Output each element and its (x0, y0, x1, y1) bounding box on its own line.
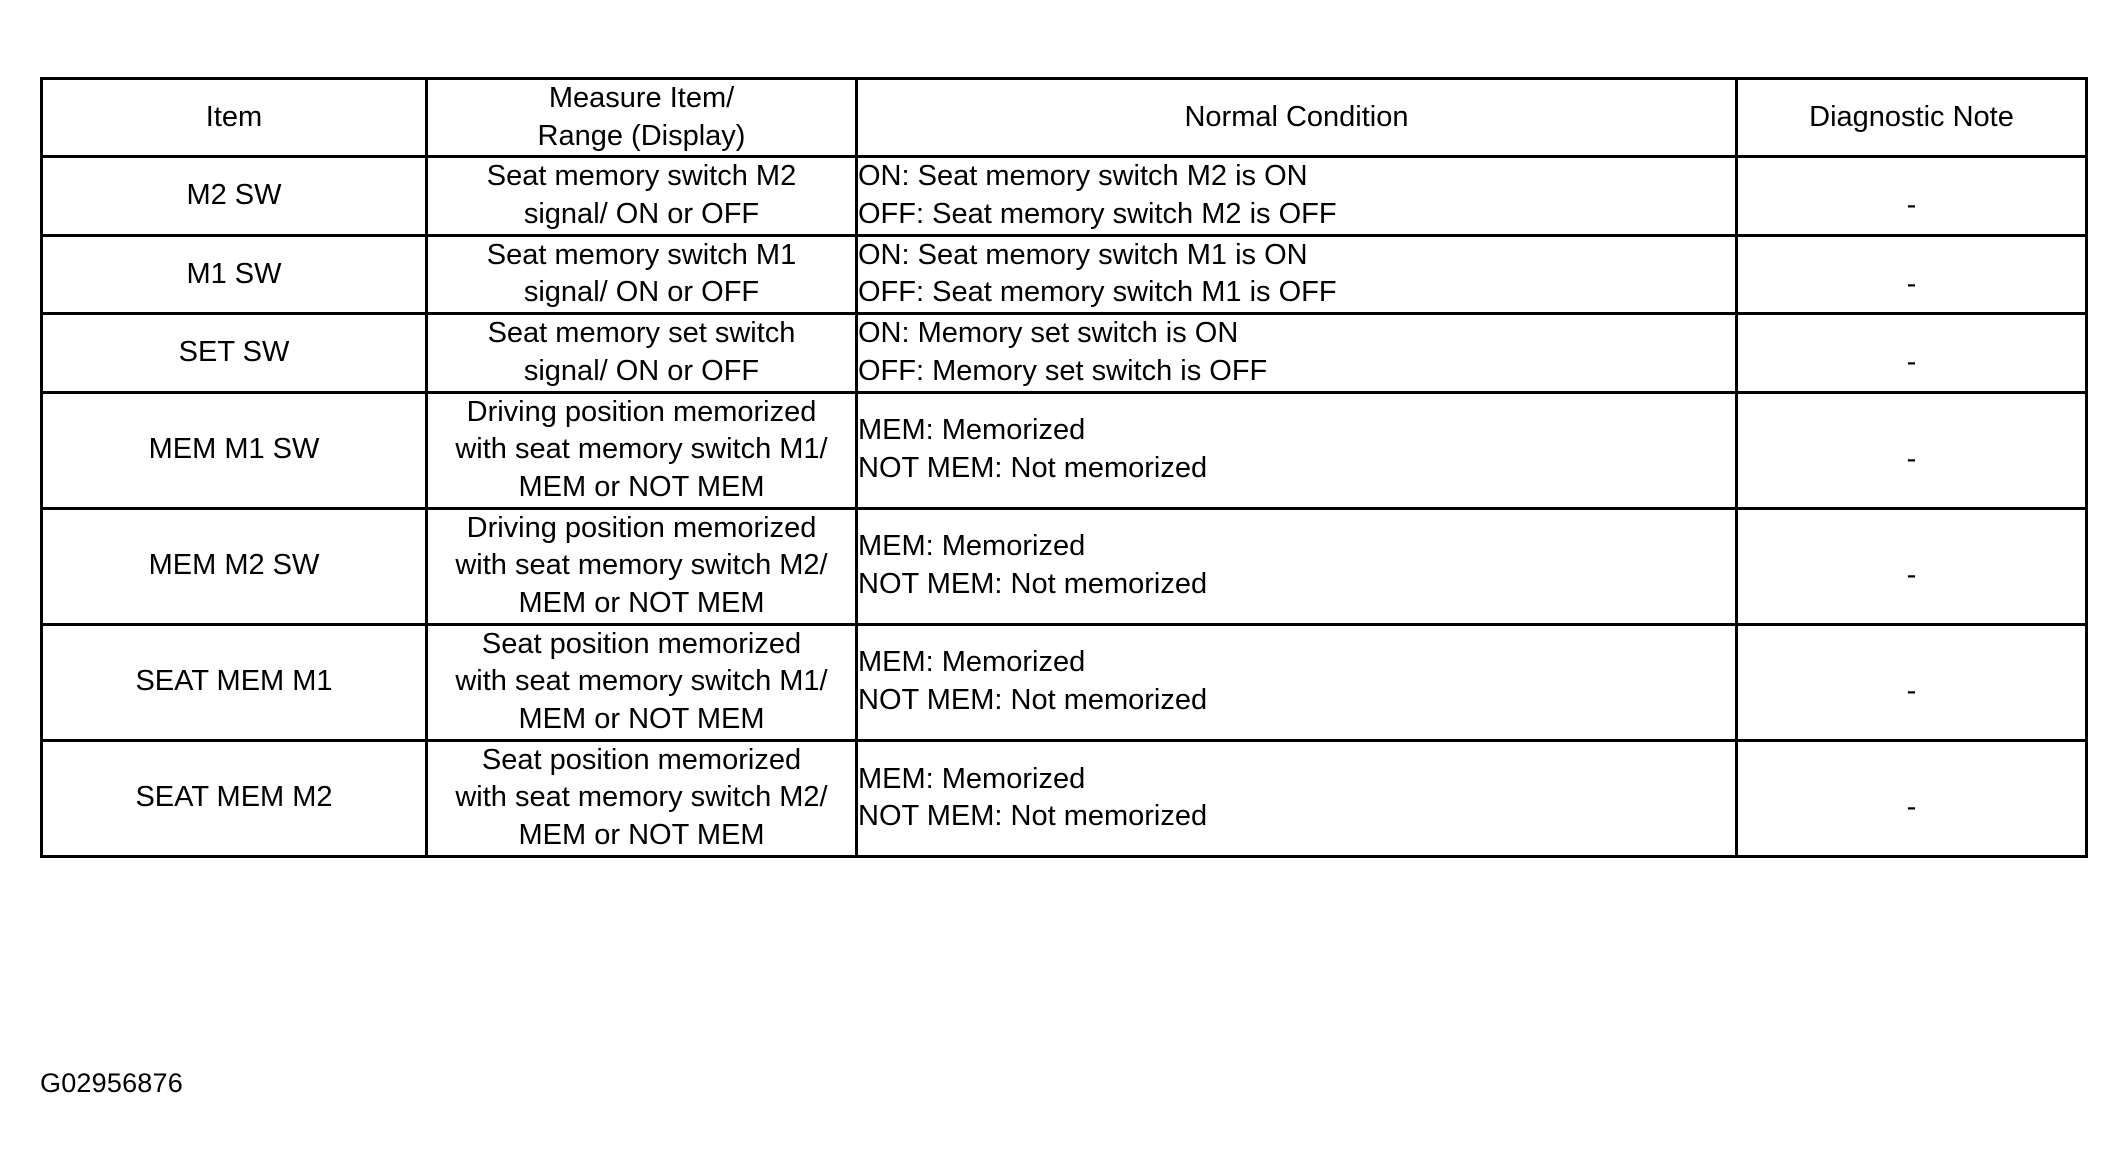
cell-diagnostic-note: - (1735, 506, 2088, 626)
normal-line: OFF: Seat memory switch M1 is OFF (858, 276, 1337, 309)
table-header: Item Measure Item/ Range (Display) Norma… (40, 76, 2088, 159)
cell-diagnostic-note: - (1735, 390, 2088, 510)
normal-line: ON: Memory set switch is ON (858, 317, 1239, 350)
cell-item: M2 SW (40, 155, 428, 237)
table-header-row: Item Measure Item/ Range (Display) Norma… (40, 76, 2088, 159)
table-row: SEAT MEM M1 Seat position memorized with… (40, 622, 2088, 742)
cell-item: MEM M1 SW (40, 390, 428, 510)
cell-normal-condition: ON: Seat memory switch M1 is ON OFF: Sea… (855, 233, 1738, 316)
measure-line: MEM or NOT MEM (518, 703, 765, 735)
diagnostic-note-value: - (1906, 345, 1917, 378)
normal-line: OFF: Seat memory switch M2 is OFF (858, 198, 1337, 231)
measure-line: MEM or NOT MEM (518, 470, 765, 503)
measure-line: signal/ ON or OFF (523, 276, 760, 309)
cell-normal-condition: ON: Memory set switch is ON OFF: Memory … (855, 312, 1738, 394)
normal-line: NOT MEM: Not memorized (858, 684, 1208, 717)
table-row: SEAT MEM M2 Seat position memorized with… (40, 738, 2088, 858)
column-header-normal-condition: Normal Condition (855, 76, 1738, 159)
cell-diagnostic-note: - (1735, 312, 2088, 394)
column-header-item-line-1: Item (205, 100, 263, 133)
normal-line: NOT MEM: Not memorized (858, 452, 1208, 485)
cell-measure-item-range: Seat memory switch M2 signal/ ON or OFF (425, 155, 858, 237)
table-row: SET SW Seat memory set switch signal/ ON… (40, 312, 2088, 394)
cell-measure-item-range: Seat position memorized with seat memory… (425, 622, 858, 742)
measure-line: Driving position memorized (466, 395, 817, 428)
data-list-table: Item Measure Item/ Range (Display) Norma… (40, 76, 2088, 858)
column-header-measure-item-range: Measure Item/ Range (Display) (425, 76, 858, 159)
measure-line: with seat memory switch M2/ (455, 549, 828, 582)
measure-line: MEM or NOT MEM (518, 819, 765, 852)
measure-line: Seat memory switch M1 (486, 238, 797, 271)
measure-line: signal/ ON or OFF (523, 354, 760, 387)
cell-normal-condition: MEM: Memorized NOT MEM: Not memorized (855, 390, 1738, 510)
cell-diagnostic-note: - (1735, 155, 2088, 237)
figure-reference-code: G02956876 (40, 1068, 183, 1098)
column-header-normal-line-1: Normal Condition (1184, 100, 1409, 133)
diagnostic-note-value: - (1906, 559, 1917, 592)
table-row: MEM M1 SW Driving position memorized wit… (40, 390, 2088, 510)
normal-line: MEM: Memorized (858, 530, 1086, 563)
diagnostic-note-value: - (1906, 443, 1917, 476)
measure-line: Seat position memorized (481, 627, 802, 660)
normal-line: ON: Seat memory switch M2 is ON (858, 160, 1308, 193)
data-list-table-container: Item Measure Item/ Range (Display) Norma… (40, 76, 2088, 858)
cell-diagnostic-note: - (1735, 622, 2088, 742)
diagnostic-note-value: - (1906, 791, 1917, 824)
cell-measure-item-range: Driving position memorized with seat mem… (425, 506, 858, 626)
cell-normal-condition: MEM: Memorized NOT MEM: Not memorized (855, 622, 1738, 742)
normal-line: NOT MEM: Not memorized (858, 800, 1208, 833)
normal-line: MEM: Memorized (858, 646, 1086, 679)
normal-line: MEM: Memorized (858, 414, 1086, 447)
measure-line: Seat memory switch M2 (486, 160, 797, 193)
cell-item: SET SW (40, 312, 428, 394)
table-row: M2 SW Seat memory switch M2 signal/ ON o… (40, 155, 2088, 237)
measure-line: Seat position memorized (481, 743, 802, 776)
cell-measure-item-range: Seat memory switch M1 signal/ ON or OFF (425, 233, 858, 316)
measure-line: with seat memory switch M1/ (455, 665, 828, 698)
measure-line: signal/ ON or OFF (523, 198, 760, 231)
cell-normal-condition: MEM: Memorized NOT MEM: Not memorized (855, 506, 1738, 626)
diagnostic-note-value: - (1906, 675, 1917, 708)
cell-measure-item-range: Driving position memorized with seat mem… (425, 390, 858, 510)
diagnostic-note-value: - (1906, 267, 1917, 300)
cell-diagnostic-note: - (1735, 738, 2088, 858)
cell-item: SEAT MEM M1 (40, 622, 428, 742)
table-row: M1 SW Seat memory switch M1 signal/ ON o… (40, 233, 2088, 316)
table-body: M2 SW Seat memory switch M2 signal/ ON o… (40, 155, 2088, 858)
normal-line: MEM: Memorized (858, 762, 1086, 795)
cell-item: SEAT MEM M2 (40, 738, 428, 858)
cell-normal-condition: MEM: Memorized NOT MEM: Not memorized (855, 738, 1738, 858)
column-header-note-line-1: Diagnostic Note (1809, 100, 2014, 133)
normal-line: ON: Seat memory switch M1 is ON (858, 238, 1308, 271)
column-header-item: Item (40, 76, 428, 159)
measure-line: Seat memory set switch (487, 317, 796, 350)
cell-measure-item-range: Seat memory set switch signal/ ON or OFF (425, 312, 858, 394)
measure-line: Driving position memorized (466, 511, 817, 544)
column-header-diagnostic-note: Diagnostic Note (1735, 76, 2088, 159)
measure-line: MEM or NOT MEM (518, 586, 765, 619)
cell-diagnostic-note: - (1735, 233, 2088, 316)
diagnostic-note-value: - (1906, 189, 1917, 222)
cell-normal-condition: ON: Seat memory switch M2 is ON OFF: Sea… (855, 155, 1738, 237)
measure-line: with seat memory switch M2/ (455, 781, 828, 814)
cell-item: M1 SW (40, 233, 428, 316)
cell-measure-item-range: Seat position memorized with seat memory… (425, 738, 858, 858)
normal-line: NOT MEM: Not memorized (858, 568, 1208, 601)
table-row: MEM M2 SW Driving position memorized wit… (40, 506, 2088, 626)
cell-item: MEM M2 SW (40, 506, 428, 626)
column-header-measure-line-1: Measure Item/ (548, 82, 735, 114)
normal-line: OFF: Memory set switch is OFF (858, 354, 1268, 387)
column-header-measure-line-2: Range (Display) (537, 119, 746, 152)
measure-line: with seat memory switch M1/ (455, 433, 828, 466)
